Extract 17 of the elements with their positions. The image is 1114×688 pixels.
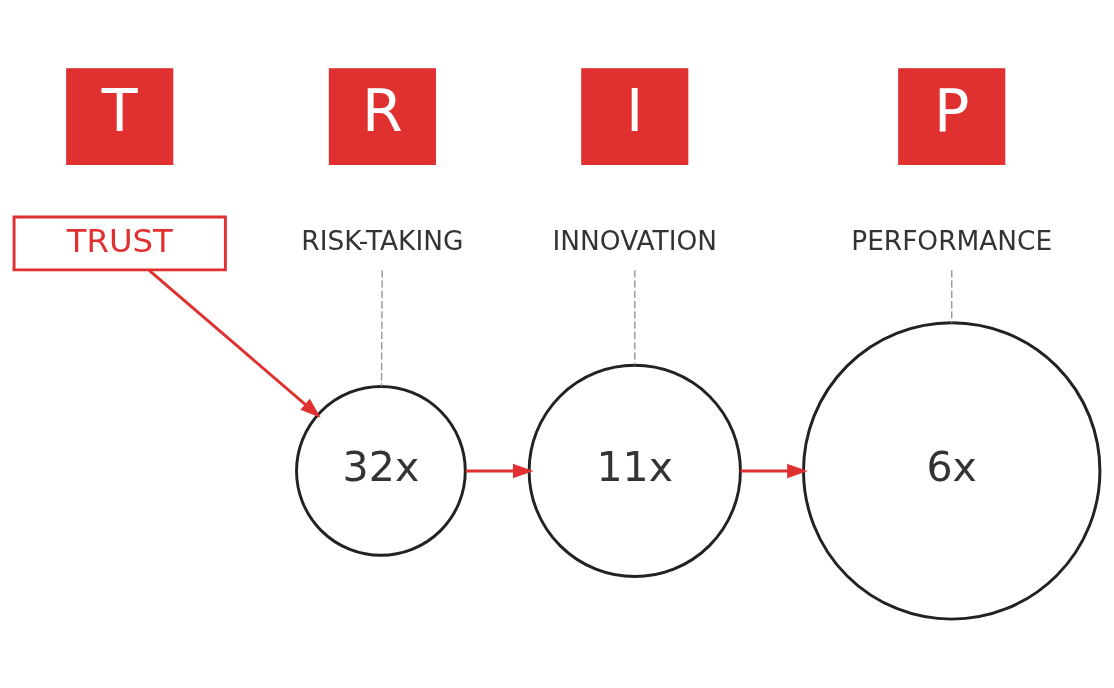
connector [951,269,953,324]
connector [380,269,383,388]
node-text: RISK-TAKING [301,224,464,256]
node-circle: 11x [527,363,742,579]
node-box: R [328,68,436,165]
connector [634,269,636,366]
node-text: PERFORMANCE [851,224,1053,256]
node-circle: 6x [802,321,1102,621]
node-text: INNOVATION [552,224,717,256]
node-circle: 32x [295,385,467,557]
arrow [740,463,808,479]
arrow [465,463,534,479]
node-box: P [898,68,1006,165]
node-box: I [581,68,689,165]
node-box: T [66,68,174,165]
arrow [148,269,321,418]
node-box: TRUST [12,215,227,272]
